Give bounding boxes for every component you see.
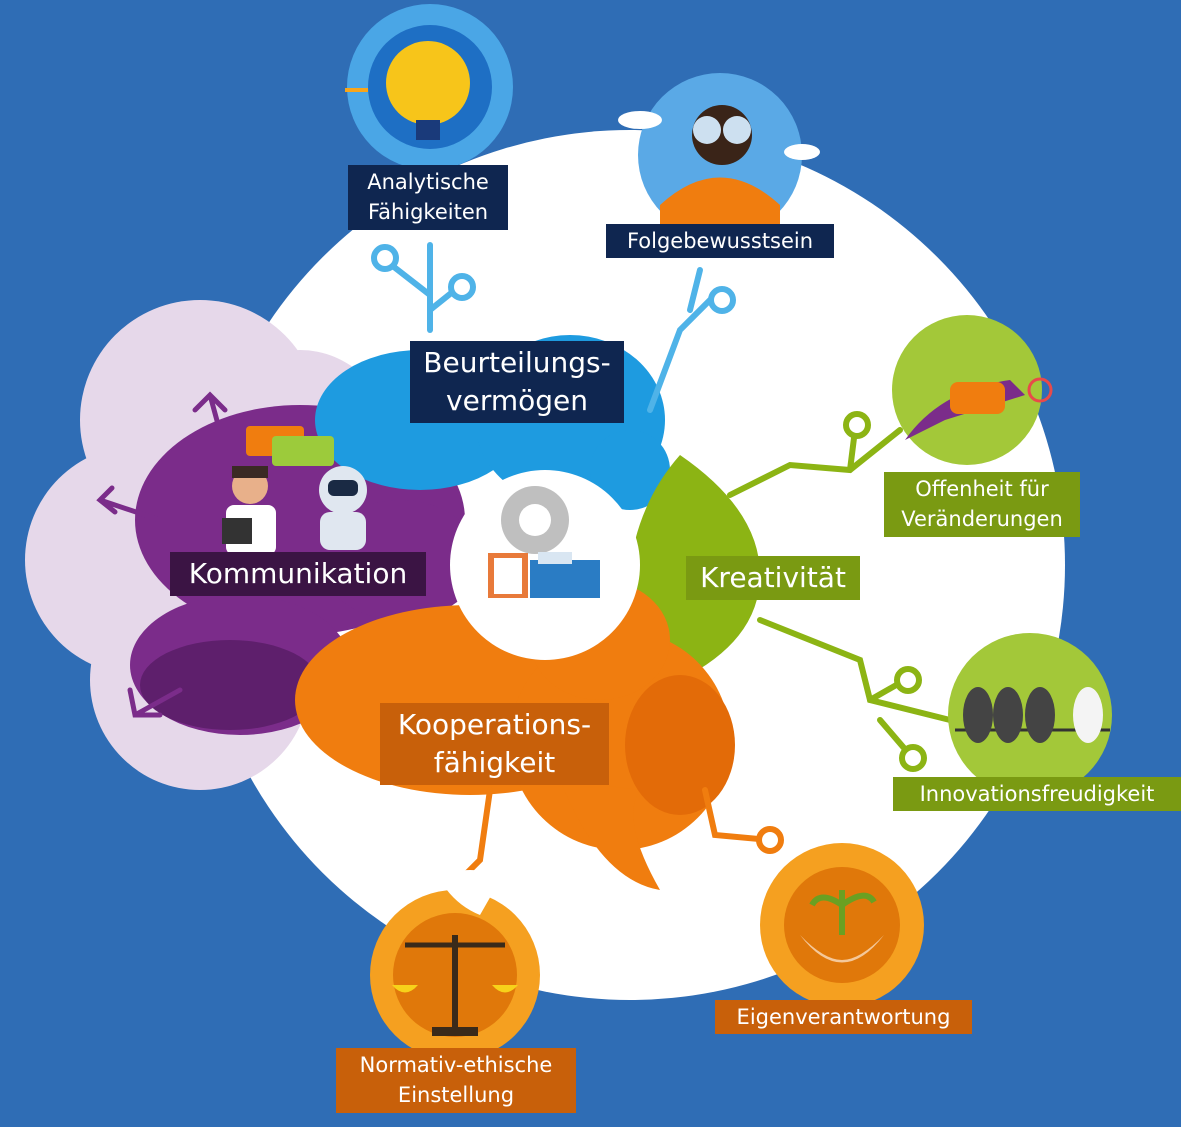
skill-offenheit-line1: Offenheit für [915, 477, 1049, 501]
kommunikation-blob-shade [140, 640, 320, 730]
skill-offenheit-line2: Veränderungen [901, 507, 1063, 532]
category-kooperation-line2: fähigkeit [433, 745, 556, 779]
skill-normativ-line2: Einstellung [397, 1083, 515, 1108]
skill-normativ-line1: Normativ-ethische [359, 1053, 553, 1077]
category-beurteilung-line1: Beurteilungs- [423, 346, 611, 379]
skill-normativ: Normativ-ethische Einstellung [336, 1048, 576, 1113]
kooperation-blob-shade [625, 675, 735, 815]
category-kreativitaet: Kreativität [686, 556, 860, 600]
brain-lightbulb-icon [345, 4, 513, 170]
skill-innovation: Innovationsfreudigkeit [893, 777, 1181, 812]
category-kommunikation: Kommunikation [170, 552, 426, 596]
hands-seedling-icon [760, 843, 924, 1007]
category-kommunikation-line1: Kommunikation [188, 557, 408, 590]
category-kooperation-line1: Kooperations- [397, 708, 592, 741]
category-beurteilung: Beurteilungs- vermögen [410, 341, 624, 423]
skill-analytisch-line1: Analytische [367, 170, 489, 194]
arrow-icons [96, 391, 228, 718]
skill-offenheit: Offenheit für Veränderungen [884, 472, 1080, 537]
skill-folge: Folgebewusstsein [606, 224, 834, 259]
binoculars-person-icon [618, 73, 820, 237]
chameleon-icon [892, 315, 1053, 465]
category-kooperation: Kooperations- fähigkeit [380, 703, 609, 785]
skill-eigenverantwortung: Eigenverantwortung [715, 1000, 972, 1035]
person-robot-icon [222, 426, 367, 555]
gear-toolbox-icon [488, 486, 600, 598]
category-kreativitaet-line1: Kreativität [700, 561, 846, 594]
connector-end-rings [371, 244, 927, 854]
skill-eigenverantwortung-line1: Eigenverantwortung [736, 1005, 951, 1029]
skill-analytisch-line2: Fähigkeiten [367, 200, 489, 225]
skill-analytisch: Analytische Fähigkeiten [348, 165, 508, 230]
category-beurteilung-line2: vermögen [446, 383, 588, 417]
skill-folge-line1: Folgebewusstsein [626, 229, 814, 253]
birds-on-wire-icon [948, 633, 1112, 797]
scales-dove-icon [370, 870, 540, 1060]
skill-innovation-line1: Innovationsfreudigkeit [919, 782, 1155, 806]
